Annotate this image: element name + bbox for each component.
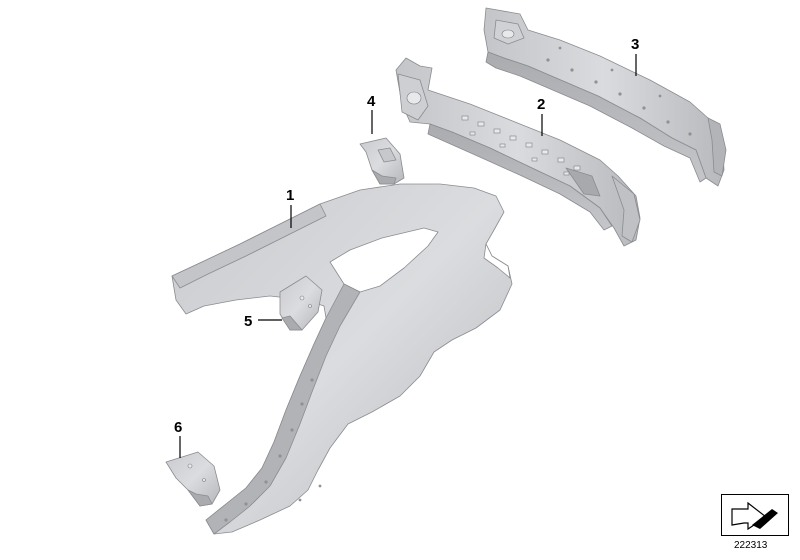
folded-corner-arrow-icon bbox=[731, 501, 778, 531]
part-6-bracket[interactable] bbox=[165, 451, 221, 507]
callout-1: 1 bbox=[286, 187, 294, 204]
diagram-id: 222313 bbox=[734, 540, 768, 551]
part-2-bumper-carrier[interactable] bbox=[395, 57, 641, 247]
part-5-bracket[interactable] bbox=[279, 275, 323, 331]
callout-3: 3 bbox=[631, 36, 639, 53]
part-3-cross-member[interactable] bbox=[483, 7, 727, 187]
legend-box bbox=[721, 494, 789, 536]
callout-2: 2 bbox=[537, 96, 545, 113]
callout-4: 4 bbox=[367, 93, 376, 110]
callout-5: 5 bbox=[244, 313, 252, 330]
part-1-side-panel[interactable] bbox=[171, 183, 513, 535]
part-4-bracket[interactable] bbox=[359, 137, 405, 185]
callout-6: 6 bbox=[174, 419, 182, 436]
